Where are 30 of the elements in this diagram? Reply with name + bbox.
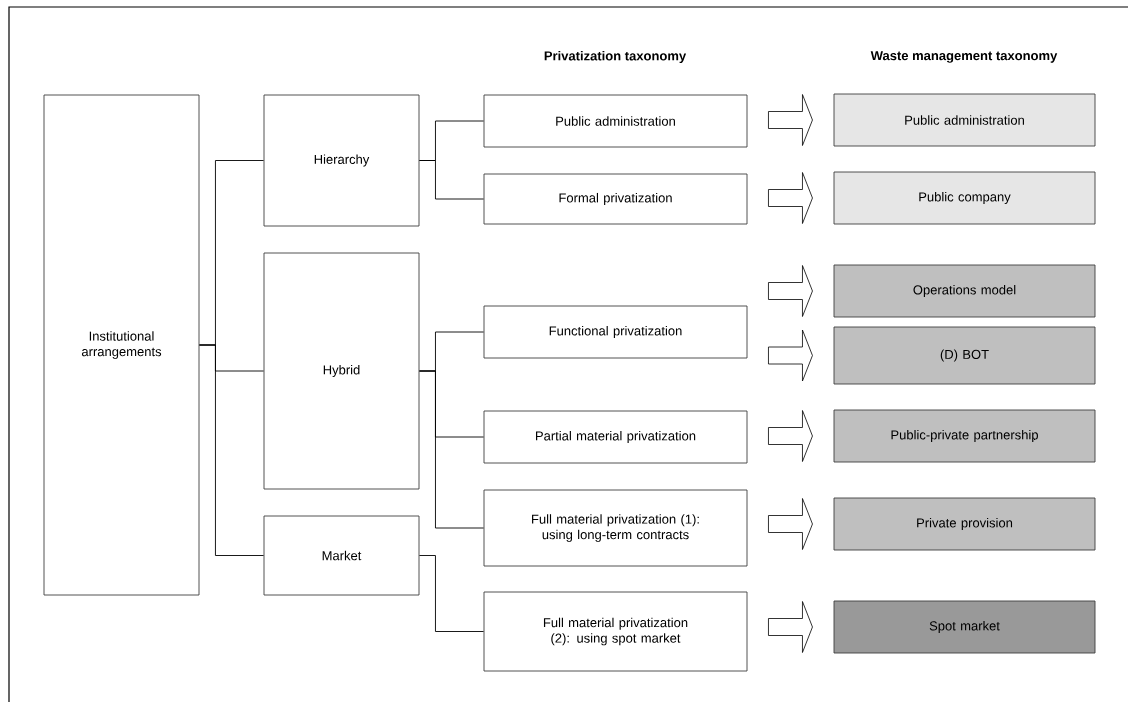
connector-line (419, 370, 484, 529)
block-arrow (768, 601, 813, 653)
connector-line (419, 160, 484, 200)
block-arrow (768, 172, 813, 224)
category-box: Public administration (833, 93, 1096, 147)
connector-line (419, 555, 484, 632)
category-box: Institutional arrangements (43, 94, 200, 596)
taxonomy-box: Formal privatization (483, 173, 748, 225)
taxonomy-box: Functional privatization (483, 305, 748, 359)
taxonomy-box: Full material privatization (1): using long-term contracts (483, 489, 748, 567)
block-arrow (768, 498, 813, 550)
block-arrow (768, 265, 813, 317)
block-arrow (768, 410, 813, 462)
category-box: Private provision (833, 497, 1096, 551)
column-heading: Privatization taxonomy (544, 50, 687, 64)
category-box: Spot market (833, 600, 1096, 654)
category-box: Hierarchy (263, 94, 420, 227)
connector-line (199, 344, 264, 556)
category-box: Public-private partnership (833, 409, 1096, 463)
block-arrow (768, 94, 813, 146)
category-box: Market (263, 515, 420, 596)
column-heading: Waste management taxonomy (870, 51, 1058, 63)
taxonomy-box: Full material privatization (2): using spot market (483, 591, 748, 672)
category-box: Operations model (833, 264, 1096, 318)
taxonomy-box: Partial material privatization (483, 410, 748, 464)
category-box: (D) BOT (833, 326, 1096, 385)
block-arrow (768, 329, 813, 382)
category-box: Hybrid (263, 252, 420, 490)
category-box: Public company (833, 171, 1096, 225)
taxonomy-box: Public administration (483, 94, 748, 148)
